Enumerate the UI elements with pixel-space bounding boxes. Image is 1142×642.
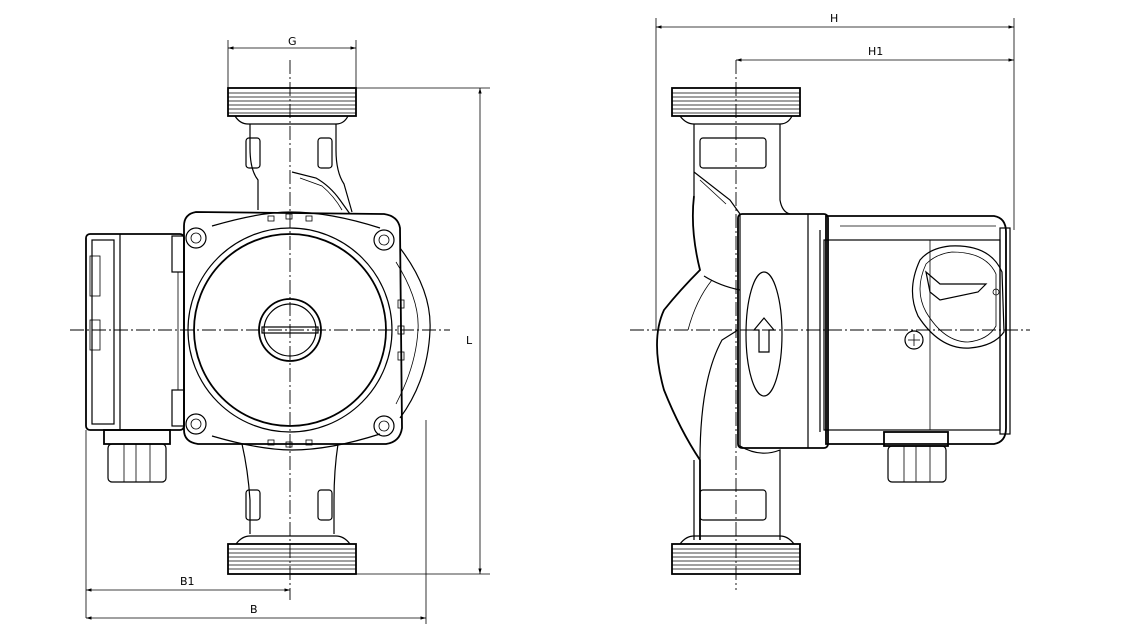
front-pump-body [183,211,431,451]
dimension-label-G: G [288,35,297,48]
front-view [70,60,450,600]
dimension-H: H [655,12,1015,330]
front-bolts [185,227,395,437]
side-motor [823,215,1011,445]
dimension-B: B [86,420,427,624]
dimension-label-B: B [250,603,258,616]
dimension-label-B1: B1 [180,575,195,588]
front-cable-gland [103,429,171,483]
front-terminal-box [85,233,185,431]
dimension-G: G [227,35,357,88]
dimension-B1: B1 [85,430,290,618]
dimension-label-H: H [830,12,838,25]
dimension-L: L [356,87,490,575]
dimension-H1: H1 [736,45,1014,62]
dimension-label-L: L [466,334,473,347]
front-upper-neck [245,124,353,215]
front-bottom-connector [227,535,357,575]
motor-screw [904,330,924,350]
speed-selector-knob [911,245,1005,349]
side-upper-neck [693,124,791,215]
front-top-connector [227,87,357,125]
side-volute [656,195,781,540]
side-lower-neck [699,489,767,521]
side-view [630,60,1030,590]
side-pump-housing [737,213,829,449]
dimension-label-H1: H1 [868,45,883,58]
front-lower-neck [241,443,339,534]
side-cable-gland [883,431,949,483]
